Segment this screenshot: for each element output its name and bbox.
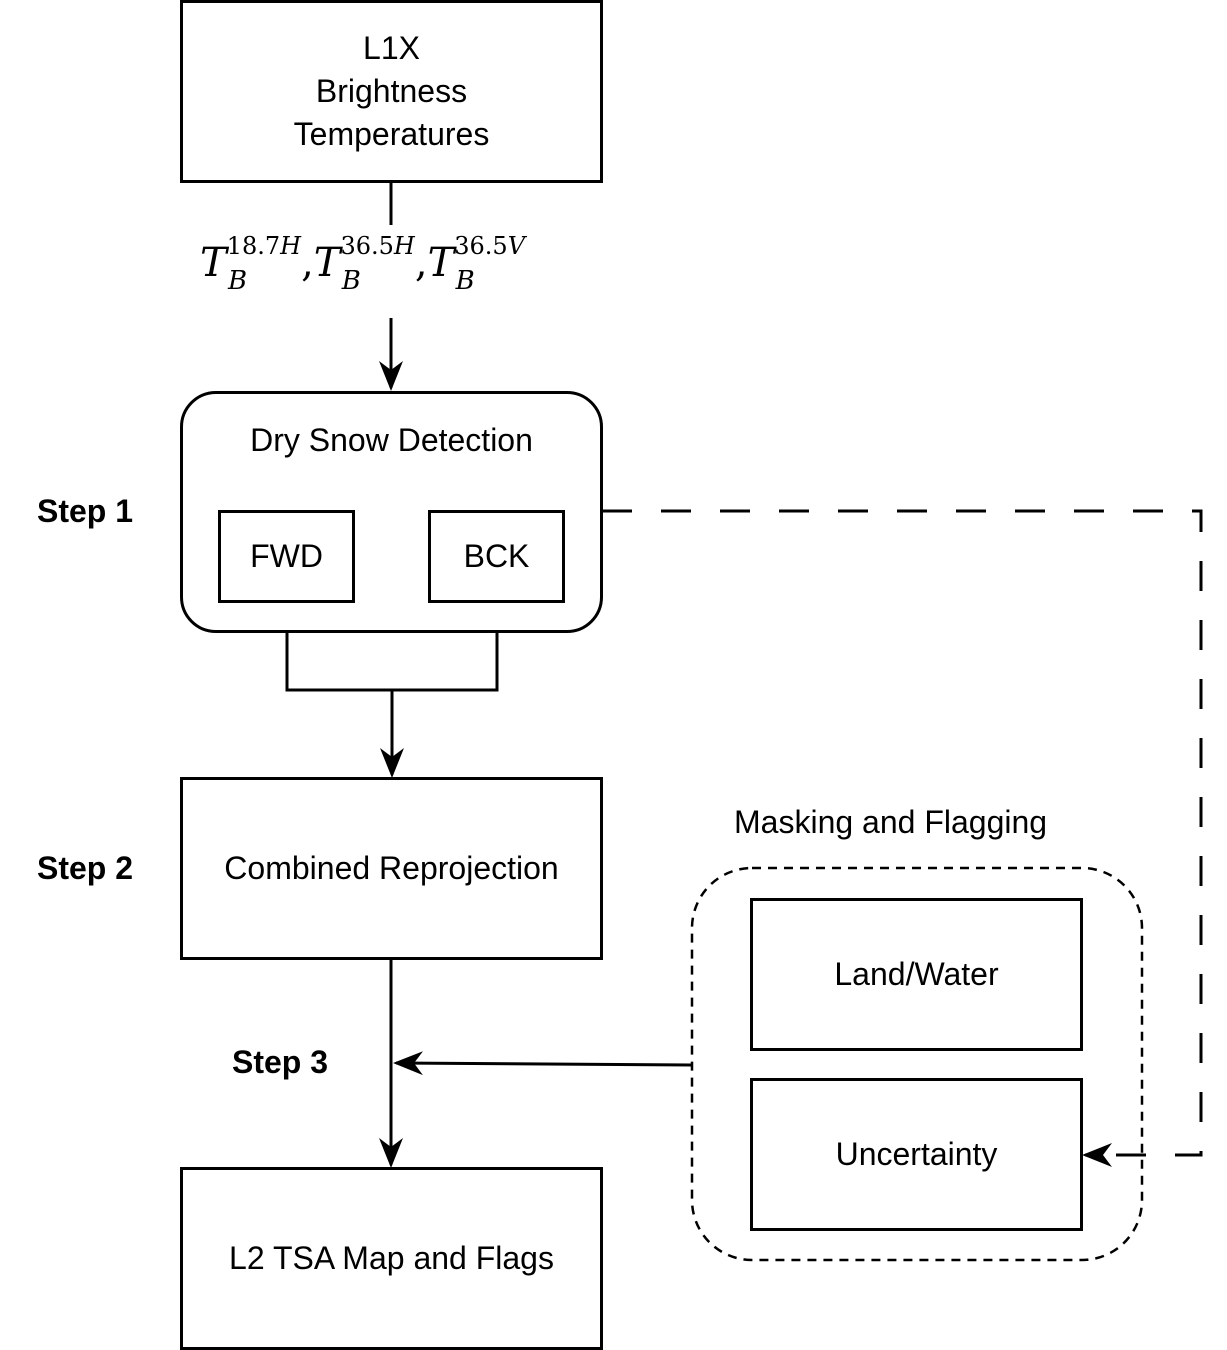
step-3-label: Step 3 [232, 1044, 329, 1080]
masking-group-title: Masking and Flagging [734, 804, 1048, 840]
tb-sep-2: , [414, 240, 428, 286]
tb-sup-3: 36.5V [454, 232, 526, 260]
tb-sub-1: B [228, 266, 248, 296]
land-water-node[interactable]: Land/Water [750, 898, 1083, 1051]
tb-base-3: T [427, 240, 455, 286]
dry-snow-detection-title: Dry Snow Detection [250, 422, 533, 458]
edge-dry-snow-to-uncertainty [602, 509, 1203, 1167]
l2-tsa-map-node[interactable]: L2 TSA Map and Flags [180, 1167, 603, 1350]
uncertainty-node[interactable]: Uncertainty [750, 1078, 1083, 1231]
tb-base-2: T [313, 240, 341, 286]
tb-base-1: T [200, 240, 227, 286]
tb-sup-2: 36.5H [340, 232, 415, 260]
combined-reprojection-node[interactable]: Combined Reprojection [180, 777, 603, 960]
tb-sub-3: B [455, 266, 475, 296]
fwd-node[interactable]: FWD [218, 510, 355, 603]
bck-node[interactable]: BCK [428, 510, 565, 603]
l1x-node[interactable]: L1X Brightness Temperatures [180, 0, 603, 183]
edge-masking-to-step3 [393, 1051, 692, 1076]
step-2-label: Step 2 [37, 850, 134, 886]
tb-sup-1: 18.7H [226, 232, 302, 260]
tb-sep-1: , [301, 240, 314, 286]
step-1-label: Step 1 [37, 493, 134, 529]
masking-group-border [690, 866, 1144, 1262]
tb-sub-2: B [341, 266, 361, 296]
